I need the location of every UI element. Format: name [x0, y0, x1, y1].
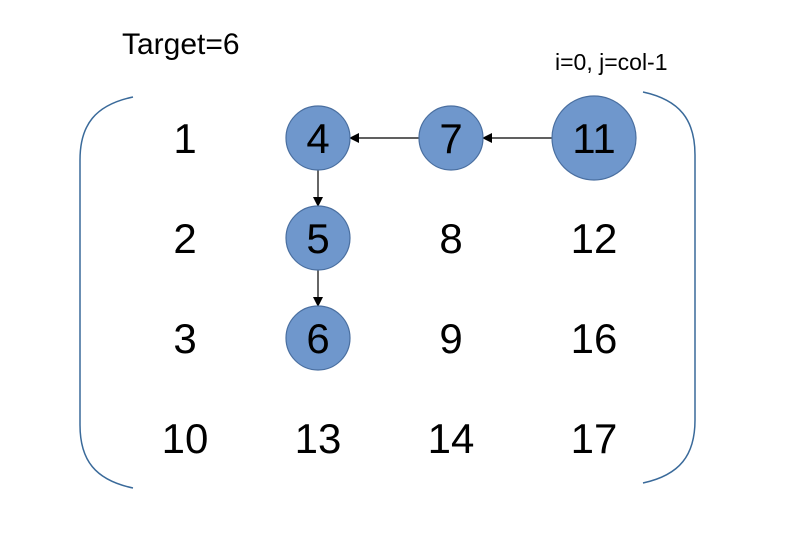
path-node-circle	[285, 205, 351, 271]
matrix-cell-value: 11	[572, 115, 616, 162]
matrix-cell-value: 13	[295, 415, 342, 462]
matrix-cell-value: 3	[173, 315, 196, 362]
matrix-cell: 8	[439, 215, 462, 262]
matrix-cell: 14	[428, 415, 475, 462]
matrix-left-bracket	[79, 96, 134, 489]
matrix-cell-value: 4	[306, 115, 329, 162]
matrix-cell-value: 6	[306, 315, 329, 362]
matrix-right-bracket	[642, 91, 696, 484]
matrix-cell: 11	[551, 95, 637, 181]
matrix-cell: 3	[173, 315, 196, 362]
matrix-cell-value: 5	[306, 215, 329, 262]
path-node-circle	[418, 105, 484, 171]
matrix-cell: 13	[295, 415, 342, 462]
path-node-circle	[285, 305, 351, 371]
path-node-circle	[551, 95, 637, 181]
matrix-cell: 2	[173, 215, 196, 262]
matrix-cell-value: 2	[173, 215, 196, 262]
matrix-cell: 9	[439, 315, 462, 362]
matrix-cell: 4	[285, 105, 351, 171]
matrix-cell: 7	[418, 105, 484, 171]
matrix-cell: 5	[285, 205, 351, 271]
matrix-cell-value: 12	[571, 215, 618, 262]
matrix-cell: 10	[162, 415, 209, 462]
matrix-cell-value: 8	[439, 215, 462, 262]
matrix-cell: 16	[571, 315, 618, 362]
matrix-cell: 6	[285, 305, 351, 371]
matrix-cell-value: 17	[571, 415, 618, 462]
matrix-cell: 12	[571, 215, 618, 262]
matrix-cell-value: 9	[439, 315, 462, 362]
path-node-circle	[285, 105, 351, 171]
matrix-cell-value: 7	[439, 115, 462, 162]
start-position-label: i=0, j=col-1	[555, 49, 668, 75]
search-path	[313, 133, 552, 307]
target-label: Target=6	[122, 28, 240, 61]
matrix-cell-value: 1	[173, 115, 196, 162]
matrix-cell: 17	[571, 415, 618, 462]
matrix-cell-value: 14	[428, 415, 475, 462]
matrix-cell-value: 16	[571, 315, 618, 362]
matrix-cell: 1	[173, 115, 196, 162]
matrix-cell-value: 10	[162, 415, 209, 462]
